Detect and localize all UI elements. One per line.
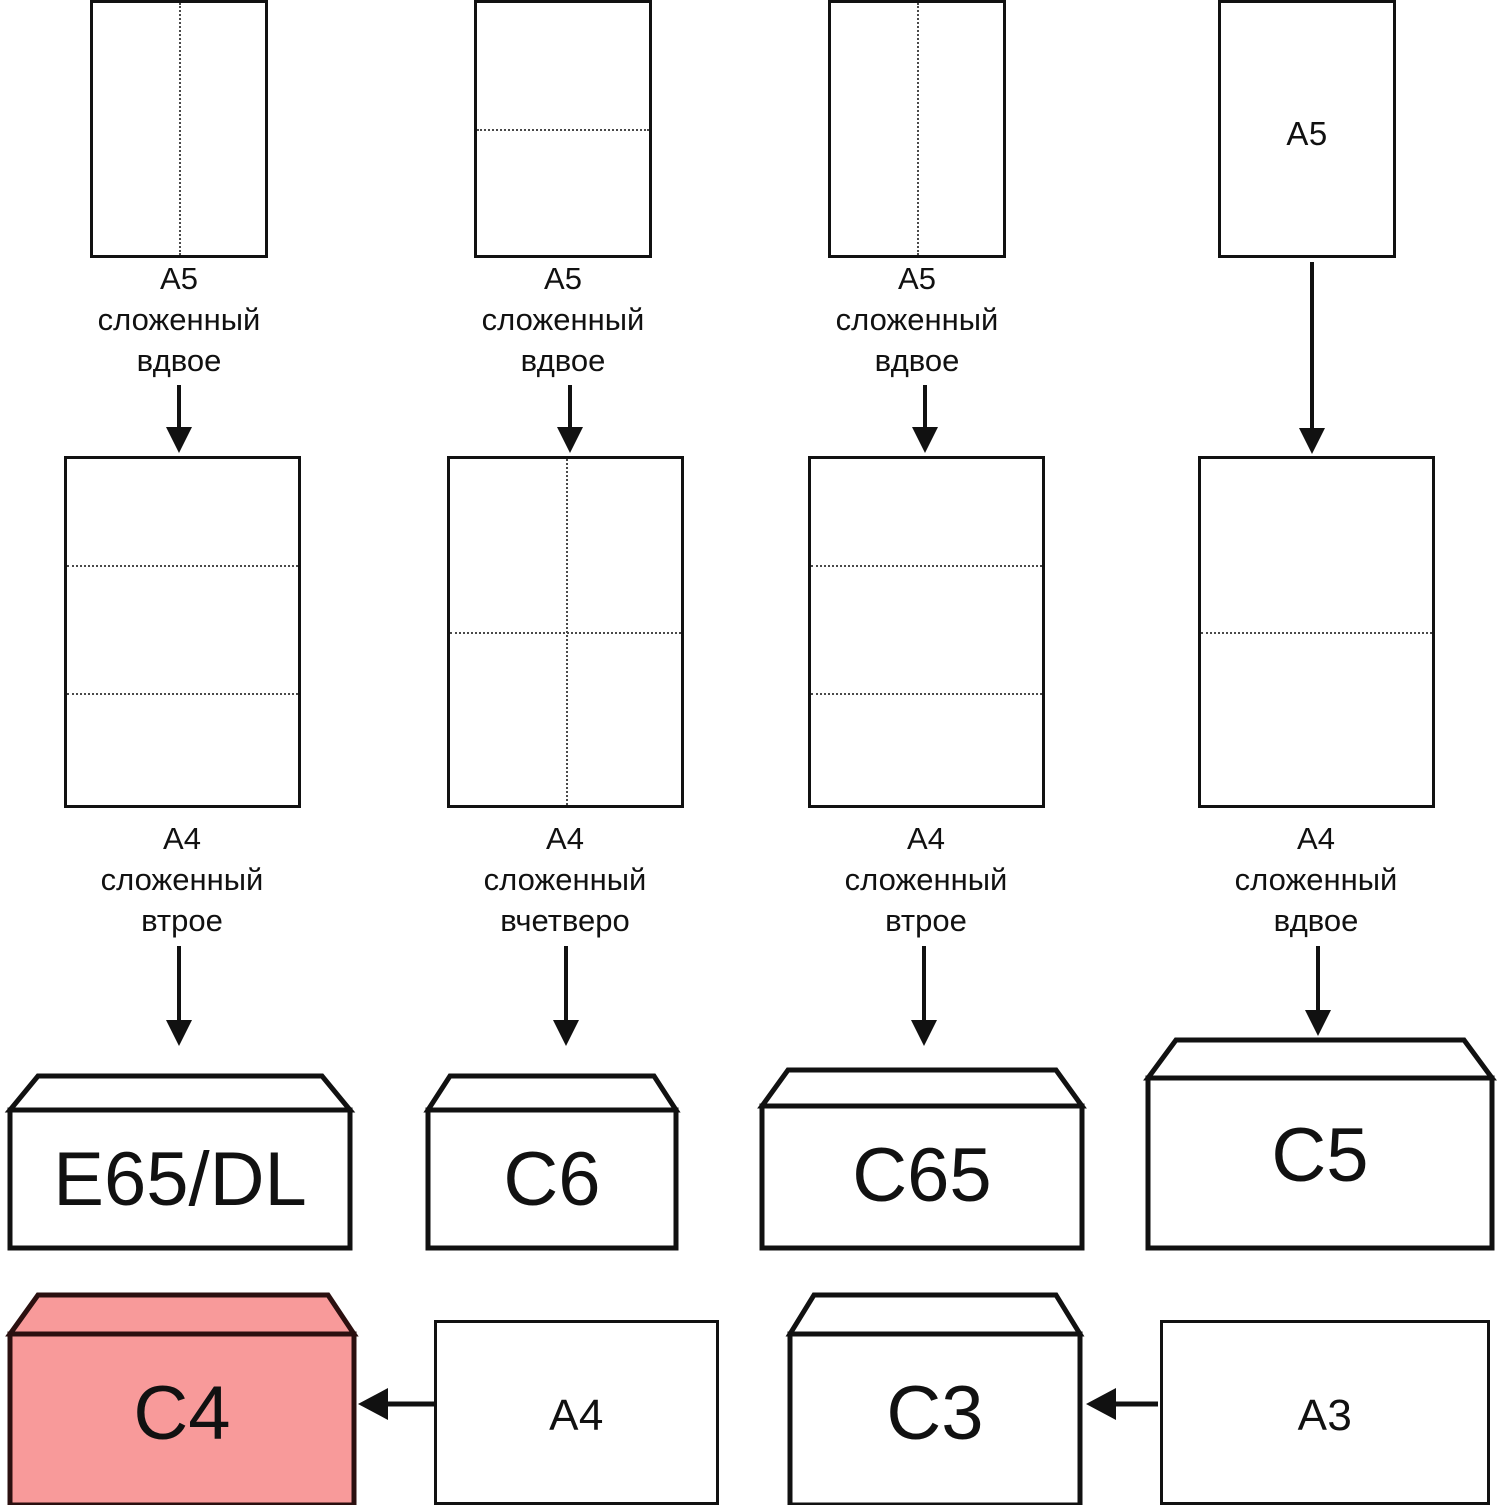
sheet-a4-col2	[447, 456, 684, 808]
envelope-shape	[4, 1073, 356, 1251]
sheet-a4-col3	[808, 456, 1045, 808]
envelope-label-e65-dl: E65/DL	[53, 1137, 307, 1222]
fold-line-horizontal-upper	[811, 564, 1042, 567]
sheet-label-a5: A5	[1286, 115, 1328, 152]
fold-line-horizontal	[1201, 632, 1432, 634]
envelope-c4: C4	[5, 1290, 359, 1505]
caption-a5-col2: A5 сложенный вдвое	[481, 261, 645, 379]
envelope-shape	[5, 1292, 359, 1505]
envelope-e65-dl: E65/DL	[4, 1040, 356, 1251]
fold-line-horizontal	[450, 632, 681, 634]
envelope-shape	[785, 1292, 1085, 1505]
caption-a4-col3: A4 сложенный втрое	[844, 821, 1008, 939]
envelope-label-c4: C4	[133, 1371, 231, 1456]
envelope-label-c3: C3	[886, 1371, 984, 1456]
fold-line-horizontal	[477, 129, 649, 131]
sheet-a3-bottom: A3	[1160, 1320, 1490, 1505]
envelope-label-c6: C6	[503, 1137, 601, 1222]
envelope-label-c5: C5	[1271, 1113, 1369, 1198]
envelope-shape	[1143, 1037, 1497, 1251]
caption-a5-col1: A5 сложенный вдвое	[97, 261, 261, 379]
sheet-a5-col3	[828, 0, 1006, 258]
caption-a4-col4: A4 сложенный вдвое	[1234, 821, 1398, 939]
sheet-label-a3: A3	[1297, 1391, 1353, 1440]
envelope-c3: C3	[785, 1290, 1085, 1505]
envelope-c5: C5	[1143, 1010, 1497, 1251]
sheet-a4-col4	[1198, 456, 1435, 808]
fold-line-horizontal-lower	[811, 692, 1042, 695]
sheet-a4-bottom: A4	[434, 1320, 719, 1505]
sheet-a5-col1	[90, 0, 268, 258]
fold-line-vertical	[917, 3, 919, 255]
sheet-a5-col4: A5	[1218, 0, 1396, 258]
envelope-shape	[757, 1067, 1087, 1251]
fold-line-vertical	[179, 3, 181, 255]
fold-line-horizontal-upper	[67, 564, 298, 567]
caption-a4-col1: A4 сложенный втрое	[100, 821, 264, 939]
caption-a5-col3: A5 сложенный вдвое	[835, 261, 999, 379]
caption-a4-col2: A4 сложенный вчетверо	[483, 821, 647, 939]
fold-line-horizontal-lower	[67, 692, 298, 695]
sheet-a5-col2	[474, 0, 652, 258]
envelope-shape	[423, 1073, 681, 1251]
envelope-label-c65: C65	[852, 1133, 992, 1218]
envelope-c6: C6	[423, 1040, 681, 1251]
envelope-c65: C65	[757, 1032, 1087, 1251]
sheet-a4-col1	[64, 456, 301, 808]
sheet-label-a4: A4	[549, 1391, 604, 1440]
